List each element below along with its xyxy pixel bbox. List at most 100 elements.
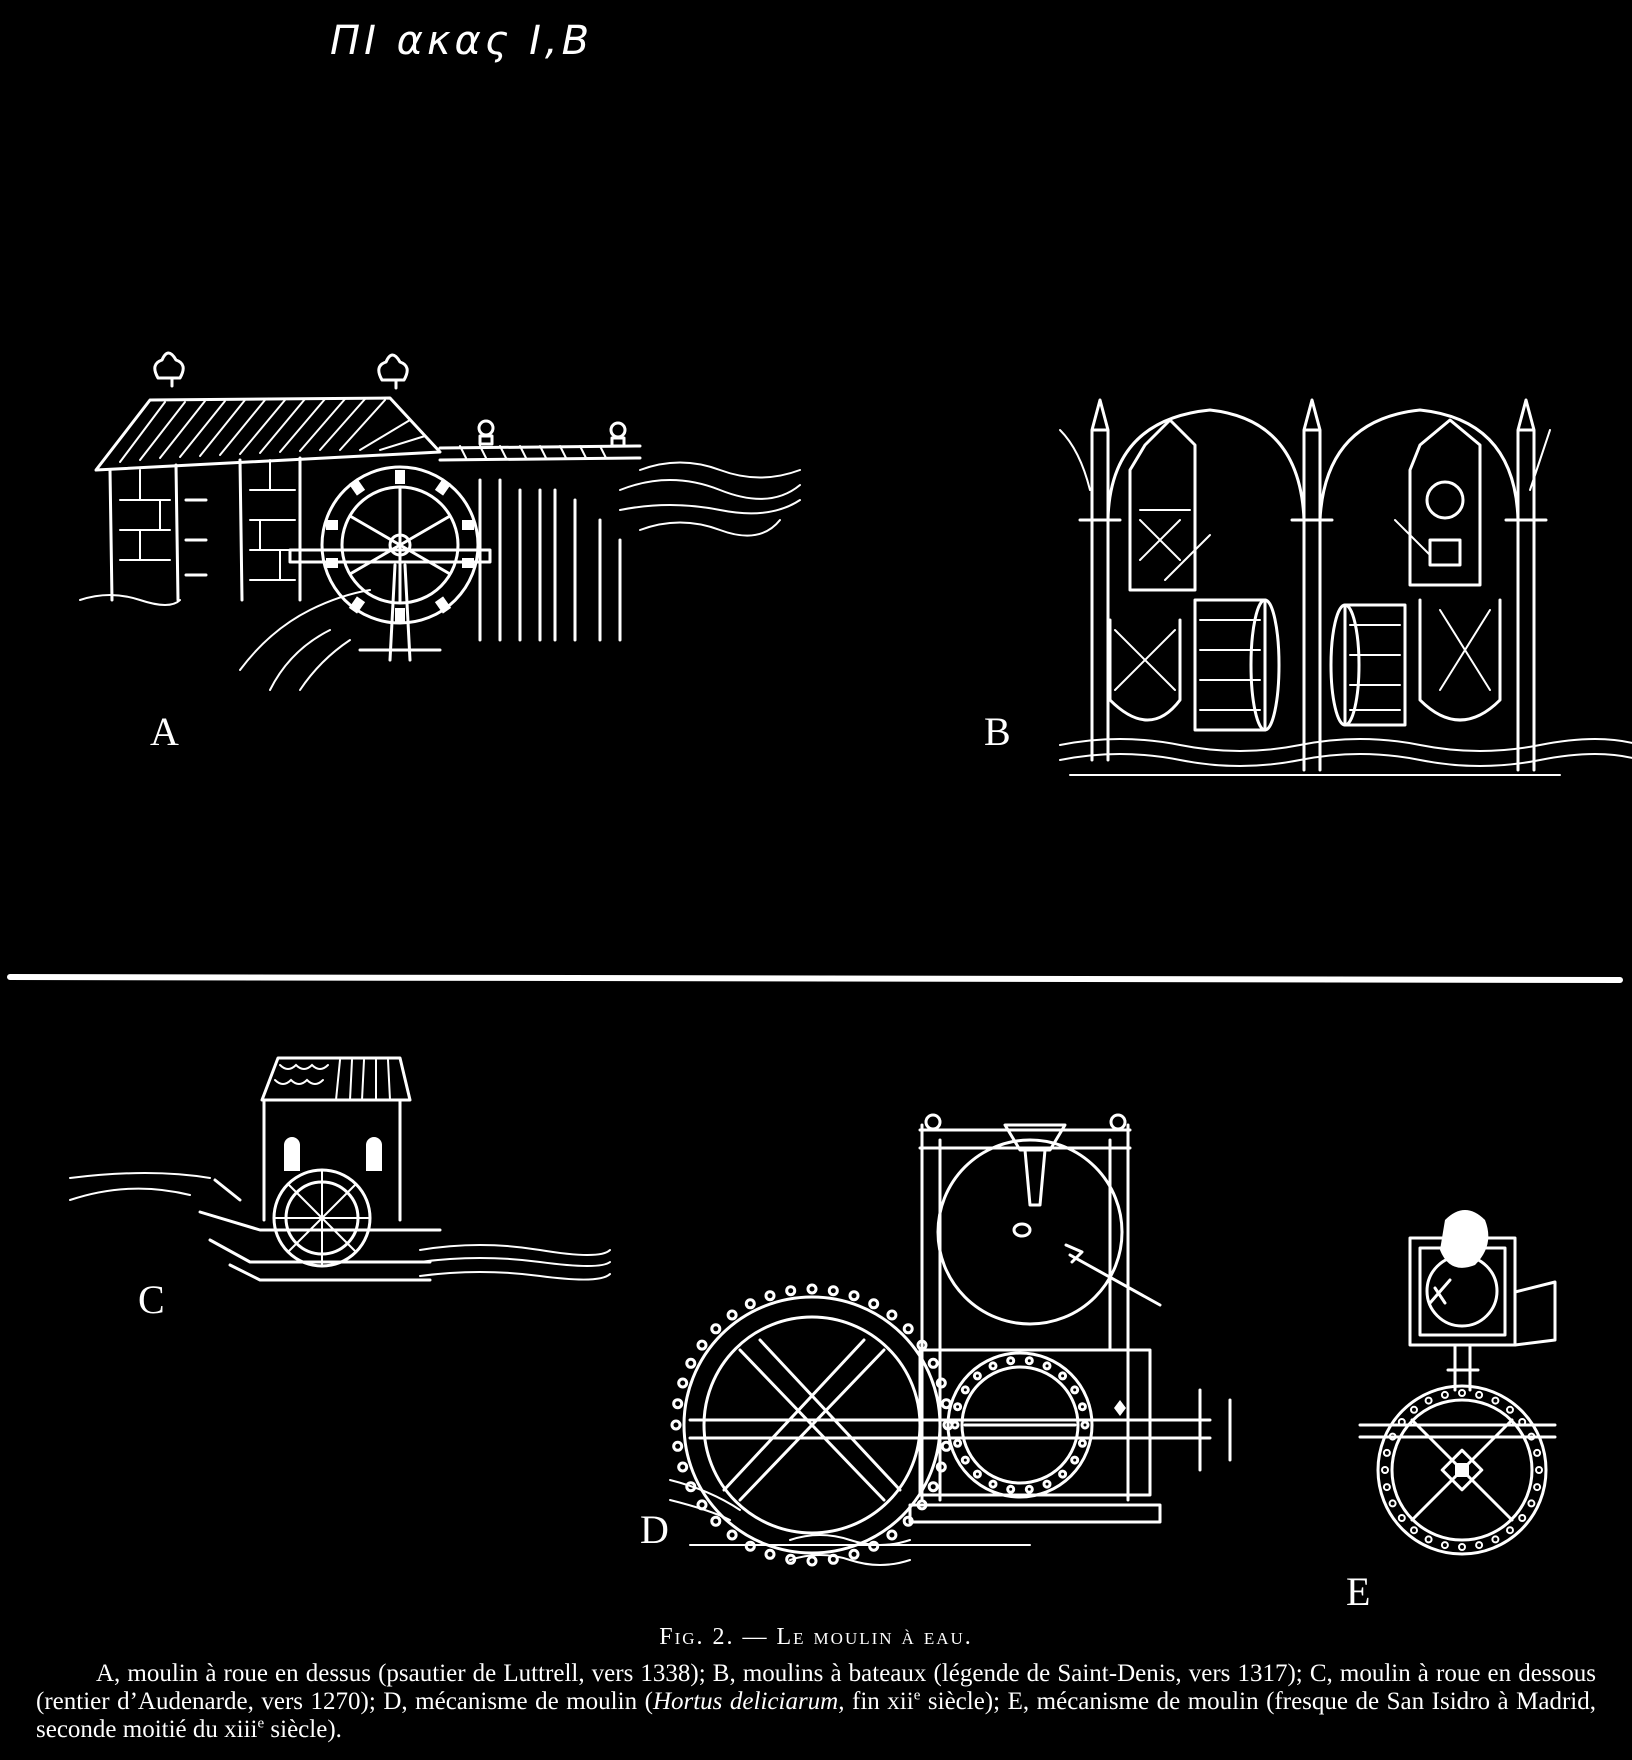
wheel-tooth-mark (1077, 1438, 1087, 1448)
illustration-a-overshot-mill (79, 351, 801, 691)
wheel-tooth-mark (672, 1440, 684, 1452)
wheel-tooth-mark (902, 1515, 914, 1527)
wheel-tooth-mark (710, 1323, 722, 1335)
illustration-d-mill-mechanism (669, 1113, 1232, 1567)
wheel-tooth-mark (806, 1283, 818, 1295)
wheel-tooth-mark (1440, 1541, 1449, 1550)
wheel-tooth-mark (848, 1548, 860, 1560)
wheel-tooth-mark (1410, 1526, 1418, 1535)
wheel-tooth-mark (1533, 1448, 1542, 1457)
wheel-tooth-mark (677, 1461, 689, 1473)
wheel-tooth-mark (1458, 1389, 1466, 1397)
wheel-tooth-mark (726, 1529, 738, 1541)
wheel-tooth-mark (1070, 1385, 1080, 1395)
wheel-tooth-mark (672, 1398, 684, 1410)
wheel-tooth-mark (1491, 1535, 1500, 1544)
wheel-tooth-mark (785, 1285, 797, 1297)
wheel-tooth-mark (1397, 1418, 1406, 1426)
wheel-tooth-mark (1475, 1390, 1484, 1399)
wheel-tooth-mark (764, 1548, 776, 1560)
wheel-tooth-mark (1424, 1396, 1433, 1405)
wheel-tooth-mark (764, 1290, 776, 1302)
wheel-tooth-mark (1388, 1432, 1397, 1441)
wheel-tooth-mark (1475, 1541, 1484, 1550)
figure-caption-title: Fig. 2. — Le moulin à eau. (659, 1624, 973, 1650)
wheel-tooth-mark (677, 1377, 689, 1389)
illustration-b-boat-mills (1059, 398, 1632, 776)
figure-caption-body: A, moulin à roue en dessus (psautier de … (36, 1660, 1596, 1744)
handwritten-note: ΠΙ ακας Ι,Β (330, 18, 594, 64)
illustration-e-mill-mechanism (1358, 1210, 1557, 1556)
wheel-tooth-mark (726, 1309, 738, 1321)
wheel-tooth-mark (1024, 1356, 1034, 1366)
horizontal-divider (7, 974, 1623, 983)
wheel-tooth-mark (950, 1420, 960, 1430)
wheel-tooth-mark (1533, 1483, 1542, 1492)
wheel-tooth-mark (1518, 1514, 1527, 1522)
panel-label-a: A (150, 709, 179, 754)
wheel-tooth-mark (1518, 1418, 1527, 1426)
panel-label-e: E (1346, 1569, 1371, 1614)
wheel-tooth-mark (1006, 1356, 1016, 1366)
wheel-tooth-mark (953, 1402, 963, 1412)
caption-text: A, moulin à roue en dessus (psautier de … (36, 1660, 1596, 1715)
wheel-tooth-mark (935, 1377, 947, 1389)
wheel-tooth-mark (848, 1290, 860, 1302)
caption-text: siècle). (264, 1716, 342, 1743)
wheel-tooth-mark (868, 1298, 880, 1310)
wheel-tooth-mark (827, 1285, 839, 1297)
wheel-tooth-mark (1458, 1543, 1466, 1551)
wheel-tooth-mark (953, 1438, 963, 1448)
wheel-tooth-mark (1070, 1455, 1080, 1465)
wheel-tooth-mark (1397, 1514, 1406, 1522)
wheel-tooth-mark (1042, 1479, 1052, 1489)
wheel-tooth-mark (1388, 1499, 1397, 1508)
wheel-tooth-mark (868, 1540, 880, 1552)
wheel-tooth-mark (1006, 1484, 1016, 1494)
wheel-tooth-mark (1424, 1535, 1433, 1544)
wheel-tooth-mark (1440, 1390, 1449, 1399)
wheel-tooth-mark (710, 1515, 722, 1527)
wheel-tooth-mark (927, 1357, 939, 1369)
wheel-tooth-mark (744, 1298, 756, 1310)
wheel-tooth-mark (1058, 1469, 1068, 1479)
wheel-tooth-mark (1506, 1526, 1514, 1535)
wheel-tooth-mark (1382, 1448, 1391, 1457)
wheel-tooth-mark (1024, 1484, 1034, 1494)
wheel-tooth-mark (960, 1385, 970, 1395)
wheel-tooth-mark (1382, 1483, 1391, 1492)
wheel-tooth-mark (1410, 1405, 1418, 1414)
wheel-tooth-mark (1042, 1361, 1052, 1371)
wheel-tooth-mark (1077, 1402, 1087, 1412)
panel-label-b: B (984, 709, 1011, 754)
wheel-tooth-mark (972, 1469, 982, 1479)
wheel-tooth-mark (806, 1555, 818, 1567)
wheel-tooth-mark (1527, 1432, 1536, 1441)
caption-text: siècle); E, mécanisme de moulin (fresque… (36, 1688, 1596, 1743)
wheel-tooth-mark (1080, 1420, 1090, 1430)
wheel-tooth-mark (927, 1481, 939, 1493)
wheel-tooth-mark (1535, 1466, 1543, 1474)
wheel-tooth-mark (988, 1361, 998, 1371)
wheel-tooth-mark (1506, 1405, 1514, 1414)
wheel-tooth-mark (916, 1339, 928, 1351)
wheel-tooth-mark (886, 1309, 898, 1321)
wheel-tooth-mark (1527, 1499, 1536, 1508)
wheel-tooth-mark (744, 1540, 756, 1552)
wheel-tooth-mark (670, 1419, 682, 1431)
wheel-tooth-mark (1491, 1396, 1500, 1405)
wheel-tooth-mark (916, 1499, 928, 1511)
caption-superscript: e (257, 1715, 265, 1732)
wheel-tooth-mark (972, 1371, 982, 1381)
caption-superscript: e (913, 1687, 921, 1704)
caption-text: fin xii (844, 1688, 914, 1715)
wheel-tooth-mark (886, 1529, 898, 1541)
wheel-tooth-mark (960, 1455, 970, 1465)
wheel-tooth-mark (935, 1461, 947, 1473)
wheel-tooth-mark (1381, 1466, 1389, 1474)
wheel-tooth-mark (902, 1323, 914, 1335)
wheel-tooth-mark (1058, 1371, 1068, 1381)
wheel-tooth-mark (988, 1479, 998, 1489)
